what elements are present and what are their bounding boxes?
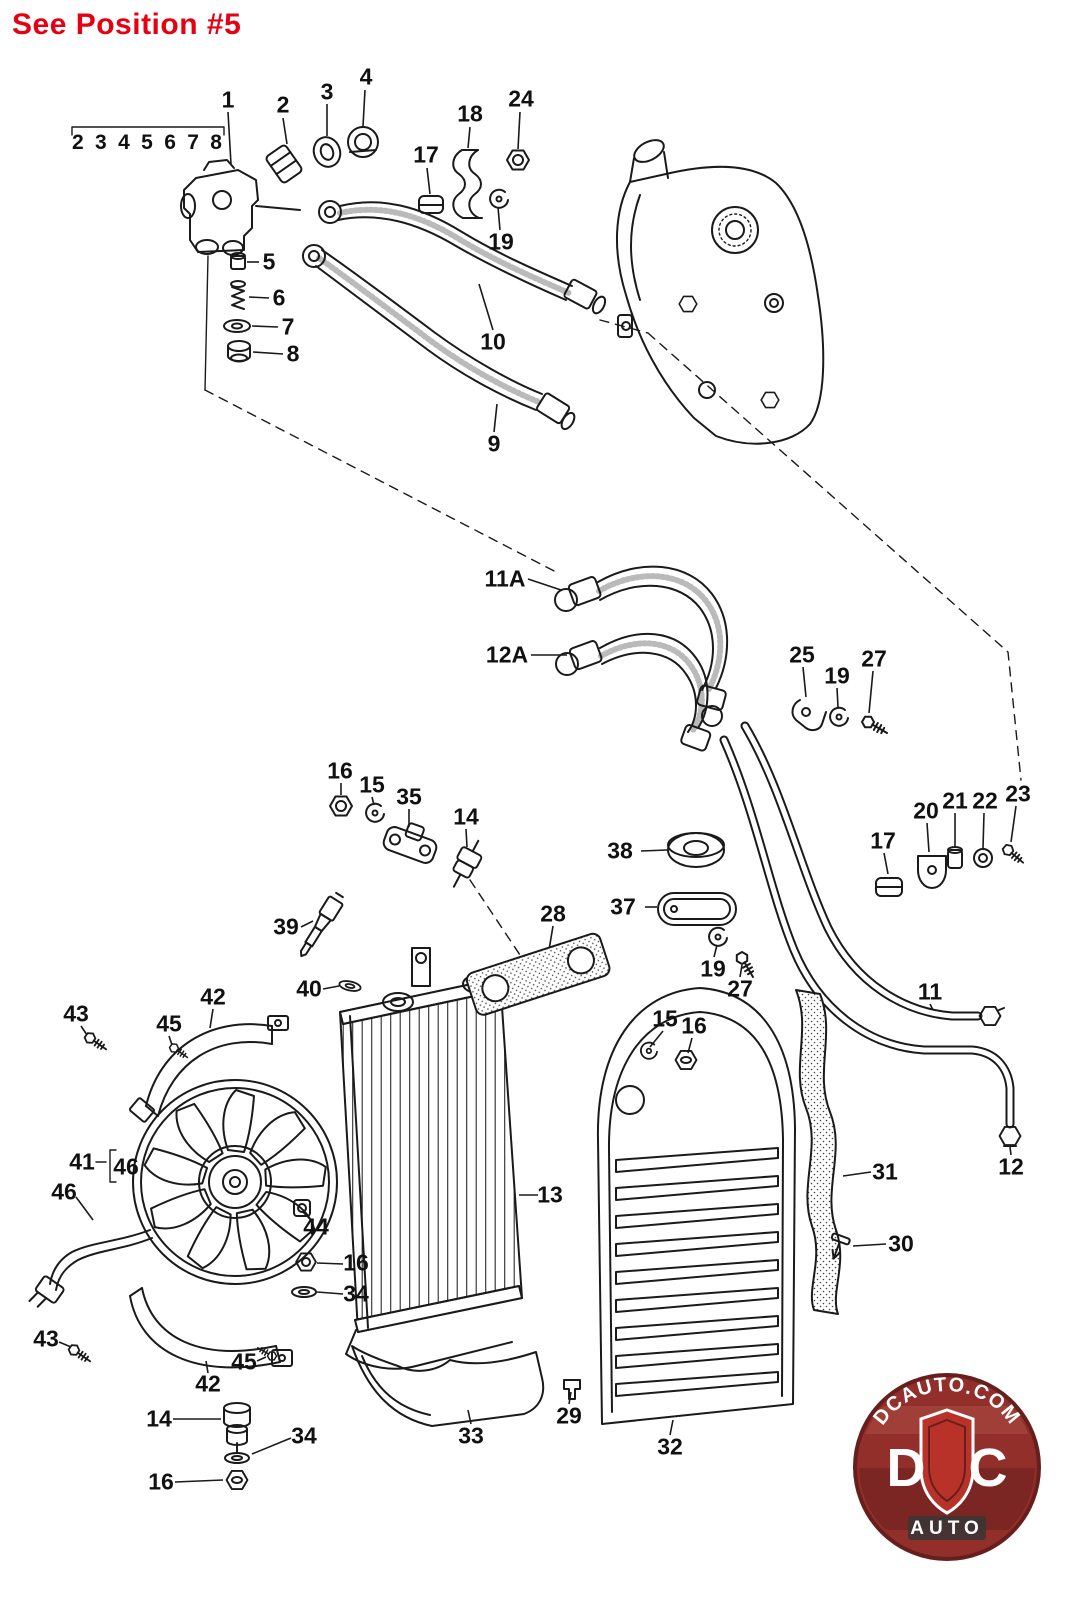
watermark-letter-d: D <box>887 1438 926 1498</box>
clip-part29 <box>563 1379 581 1400</box>
oil-pipe-12 <box>719 735 1022 1147</box>
assembly-dashed-lines <box>204 319 1022 959</box>
watermark-sub-text: AUTO <box>910 1518 983 1539</box>
rubber-mount-part14-upper <box>452 839 483 888</box>
washer-part40 <box>337 978 363 994</box>
thermostat-cap-part4 <box>347 126 379 158</box>
oil-pipe-11 <box>740 721 1005 1026</box>
clip-part19-lower <box>708 926 728 947</box>
clamp-part38 <box>667 832 725 868</box>
clamp-part25 <box>791 699 827 732</box>
seal-ring-part3 <box>312 136 342 168</box>
louvered-duct-part32 <box>596 987 796 1425</box>
rubber-mount-part14-bottom <box>223 1402 251 1490</box>
bracket-number: 3 <box>95 131 107 154</box>
bolt-part23 <box>1000 841 1028 868</box>
watermark-letter-c: C <box>969 1438 1008 1498</box>
nut-part16-duct <box>674 1050 698 1070</box>
bracket-number: 2 <box>72 131 84 154</box>
dcauto-watermark-logo: DCAUTO.COM D C AUTO <box>853 1373 1041 1561</box>
bracket-part37 <box>657 892 737 926</box>
clip-part44 <box>293 1199 311 1217</box>
rubber-mount-part35 <box>382 822 438 864</box>
push-pin-part30 <box>830 1232 851 1260</box>
clip-part19-top <box>489 188 509 209</box>
nut-part16-upper <box>329 795 353 817</box>
washer-part34-radiator <box>291 1286 317 1298</box>
shroud-bracket-part42-upper <box>129 1015 289 1123</box>
bolt-part43-upper <box>82 1029 111 1055</box>
bolt-part27-mid <box>859 713 892 740</box>
cooling-fan <box>132 1079 338 1285</box>
washer-part22 <box>973 848 993 868</box>
leader-lines <box>58 89 1017 1483</box>
bracket-number: 6 <box>164 131 176 154</box>
air-deflector-part33 <box>351 1345 545 1427</box>
clamp-cushion-part17-top <box>418 195 444 214</box>
fitting-part2 <box>265 144 303 184</box>
oil-thermostat-housing <box>180 159 301 256</box>
screw-part45-upper <box>167 1041 191 1062</box>
oil-cooler-radiator <box>339 947 523 1370</box>
see-position-note: See Position #5 <box>12 8 242 41</box>
bracket-part20 <box>917 855 947 889</box>
bracket-number: 8 <box>210 131 222 154</box>
seal-strip-part28 <box>465 932 611 1016</box>
clip-part19-mid <box>829 706 849 727</box>
engine-cover <box>615 139 825 445</box>
snap-ring-part15-upper <box>365 802 385 823</box>
nut-part16-radiator <box>295 1252 317 1272</box>
hose-clamp-part18 <box>452 149 483 219</box>
snap-ring-part15-duct <box>639 1041 658 1060</box>
foam-seal-part31 <box>795 989 842 1315</box>
fan-motor-wire <box>28 1229 153 1308</box>
shroud-bracket-part42-lower <box>129 1287 293 1369</box>
spacer-part21 <box>947 846 963 869</box>
nut-part24 <box>506 149 530 171</box>
bracket-number: 4 <box>118 131 130 154</box>
bracket-number: 7 <box>187 131 199 154</box>
fitting-spring-washer-stack <box>223 252 251 363</box>
bolt-part43-lower <box>66 1341 95 1367</box>
oil-hose-10 <box>318 200 607 315</box>
oil-hose-11a <box>554 565 729 727</box>
bracket-number: 5 <box>141 131 153 154</box>
clamp-cushion-part17-lower <box>875 877 903 897</box>
temp-sensor-part39 <box>299 891 344 958</box>
bolt-part27-lower <box>733 949 760 982</box>
oil-hose-9 <box>302 244 576 431</box>
oil-hose-12a <box>555 632 712 752</box>
callout-brackets <box>71 126 225 1183</box>
